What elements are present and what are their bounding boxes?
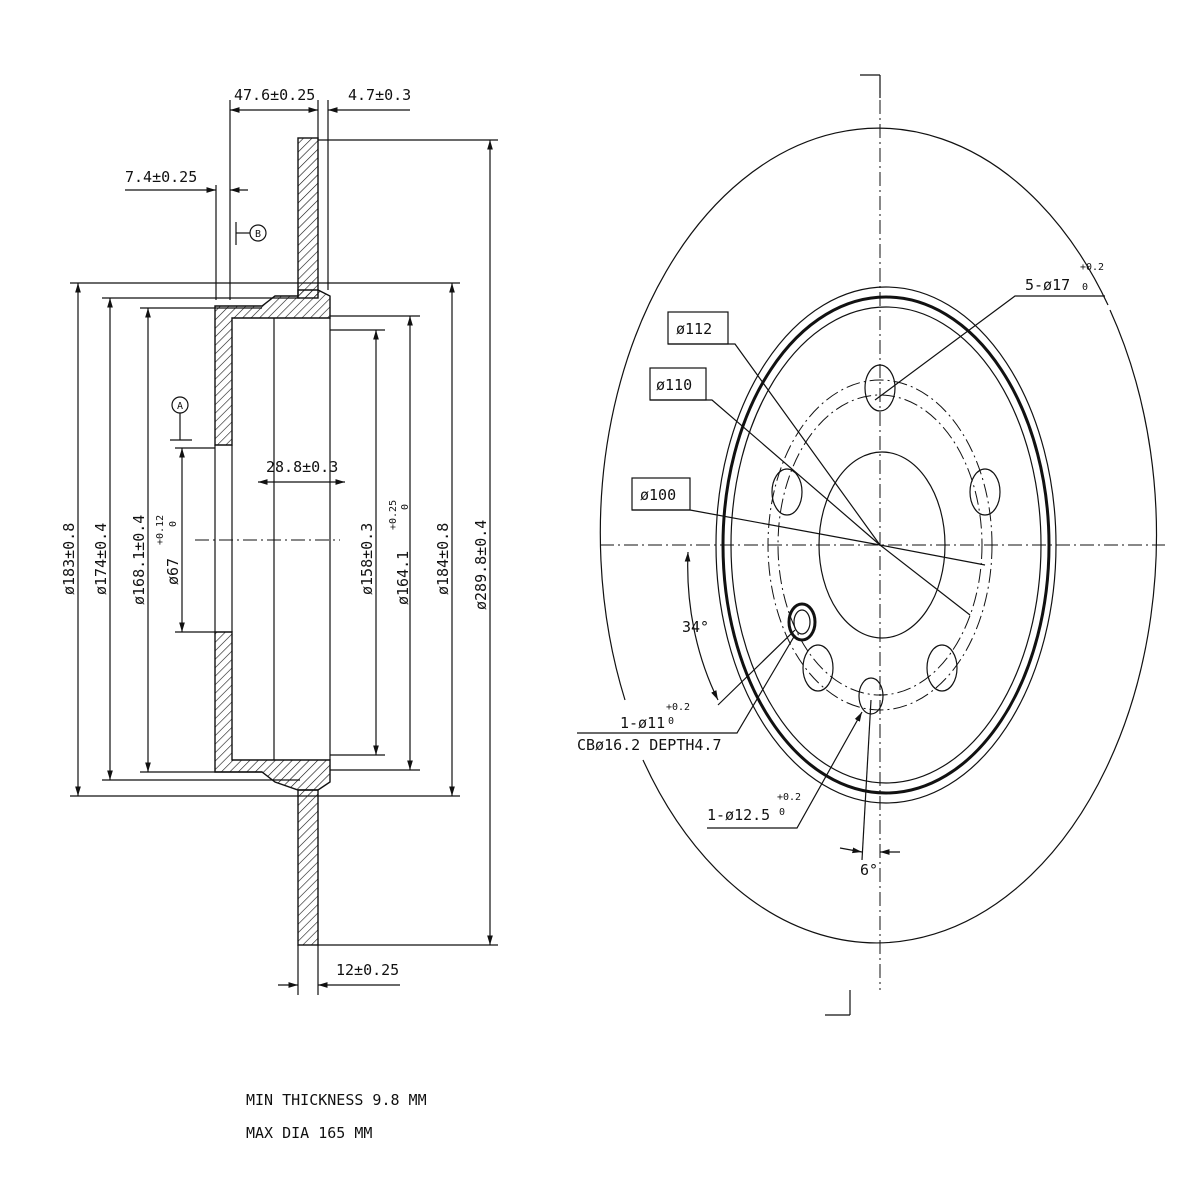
bolt-hole: [802, 644, 834, 692]
angle-6: 6°: [860, 861, 878, 879]
dim-hole-12: 1-ø12.5: [707, 806, 770, 824]
dim-hole-11: 1-ø11: [620, 714, 665, 732]
bolt-hole: [771, 468, 803, 516]
dim-flange-thickness: 7.4±0.25: [125, 168, 197, 186]
hat-ring-mid: [721, 295, 1051, 795]
dim-d174: ø174±0.4: [92, 523, 110, 595]
datum-b-label: B: [255, 229, 261, 240]
bolt-hole: [864, 364, 896, 412]
locating-hole-12-5: [858, 677, 884, 715]
dim-d112: ø112: [676, 320, 712, 338]
dim-d100: ø100: [640, 486, 676, 504]
disc-outer-edge: [642, 309, 1158, 944]
center-bore: [818, 451, 946, 639]
disc-outer-edge-left: [599, 127, 1109, 701]
dim-d168: ø168.1±0.4: [130, 515, 148, 605]
disc-ring-top: [297, 137, 319, 299]
dim-hole-12-tol-lower: 0: [779, 807, 785, 818]
dim-d158: ø158±0.3: [358, 523, 376, 595]
dim-bolt-holes-tol-upper: +0.2: [1080, 262, 1104, 273]
bolt-hole: [969, 468, 1001, 516]
hat-section-top: [214, 289, 331, 446]
dim-hole-12-tol-upper: +0.2: [777, 792, 801, 803]
dim-hole-11-tol-upper: +0.2: [666, 702, 690, 713]
section-view: 47.6±0.25 4.7±0.3 7.4±0.25 B A 28.8±0.3 …: [60, 86, 498, 995]
dim-d164-tol-lower: 0: [400, 504, 411, 510]
note-max-dia: MAX DIA 165 MM: [246, 1124, 372, 1142]
dim-disc-offset: 4.7±0.3: [348, 86, 411, 104]
counterbore-spec: CBø16.2 DEPTH4.7: [577, 736, 722, 754]
dim-d67: ø67: [164, 558, 182, 585]
counterbored-hole: [787, 602, 817, 642]
datum-a-label: A: [177, 401, 183, 412]
dim-d164-tol-upper: +0.25: [388, 500, 399, 530]
bolt-hole: [926, 644, 958, 692]
disc-ring-bottom: [297, 789, 319, 946]
dim-bolt-holes-tol-lower: 0: [1082, 282, 1088, 293]
dim-bore-depth: 28.8±0.3: [266, 458, 338, 476]
dim-bolt-holes: 5-ø17: [1025, 276, 1070, 294]
dim-hat-height: 47.6±0.25: [234, 86, 315, 104]
dim-d289: ø289.8±0.4: [472, 520, 490, 610]
hat-ring-inner: [730, 306, 1042, 784]
dim-hole-11-tol-lower: 0: [668, 716, 674, 727]
dim-d110: ø110: [656, 376, 692, 394]
note-min-thickness: MIN THICKNESS 9.8 MM: [246, 1091, 427, 1109]
dim-disc-thickness: 12±0.25: [336, 961, 399, 979]
hat-section-bottom: [214, 631, 331, 791]
dim-d164: ø164.1: [394, 551, 412, 605]
dim-d183: ø183±0.8: [60, 523, 78, 595]
bolt-circle: [767, 379, 993, 711]
front-view: ø112 ø110 ø100 5-ø17 +0.2 0 34° 1-ø11 +0…: [577, 74, 1165, 1016]
angle-34: 34°: [682, 618, 709, 636]
dim-d67-tol-lower: 0: [168, 521, 179, 527]
hat-ring-outer: [715, 286, 1057, 804]
dim-d67-tol-upper: +0.12: [155, 515, 166, 545]
dim-d184: ø184±0.8: [434, 523, 452, 595]
